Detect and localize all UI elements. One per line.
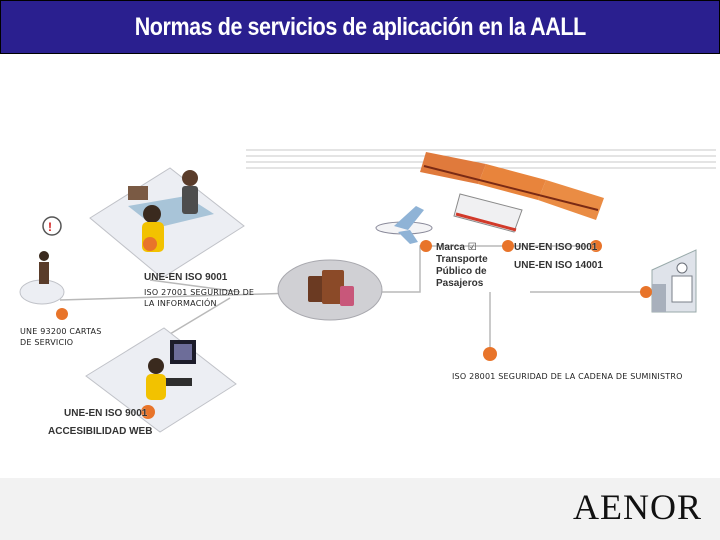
transport-mark-word: Marca bbox=[436, 242, 465, 253]
citizen-standard: UNE 93200 CARTAS DE SERVICIO bbox=[20, 326, 112, 348]
luggage-platform bbox=[278, 260, 382, 320]
aenor-logo: AENOR bbox=[573, 486, 702, 528]
office-standard-1: UNE-EN ISO 9001 bbox=[144, 272, 227, 284]
station-image bbox=[640, 250, 696, 312]
office-marker-dot bbox=[143, 237, 157, 251]
transport-marker-1 bbox=[420, 240, 432, 252]
transport-mark-rest: Transporte Público de Pasajeros bbox=[436, 254, 488, 289]
supply-marker-dot bbox=[483, 347, 497, 361]
transport-marker-2 bbox=[502, 240, 514, 252]
mark-check-icon: ☑ bbox=[468, 242, 477, 253]
citizen-platform: ! bbox=[20, 217, 68, 320]
web-standard-1: UNE-EN ISO 9001 bbox=[64, 408, 147, 420]
transport-standard-1: UNE-EN ISO 9001 bbox=[514, 242, 597, 254]
plane-image bbox=[376, 206, 432, 244]
office-platform bbox=[90, 168, 244, 278]
bus-image bbox=[454, 194, 522, 232]
transport-mark-label: Marca ☑ Transporte Público de Pasajeros bbox=[436, 242, 494, 290]
office-standard-2: ISO 27001 SEGURIDAD DE LA INFORMACIÓN bbox=[144, 287, 264, 309]
svg-text:!: ! bbox=[48, 220, 52, 234]
web-standard-2: ACCESIBILIDAD WEB bbox=[48, 426, 152, 438]
supply-standard: ISO 28001 SEGURIDAD DE LA CADENA DE SUMI… bbox=[452, 371, 683, 382]
transport-standard-2: UNE-EN ISO 14001 bbox=[514, 260, 603, 272]
